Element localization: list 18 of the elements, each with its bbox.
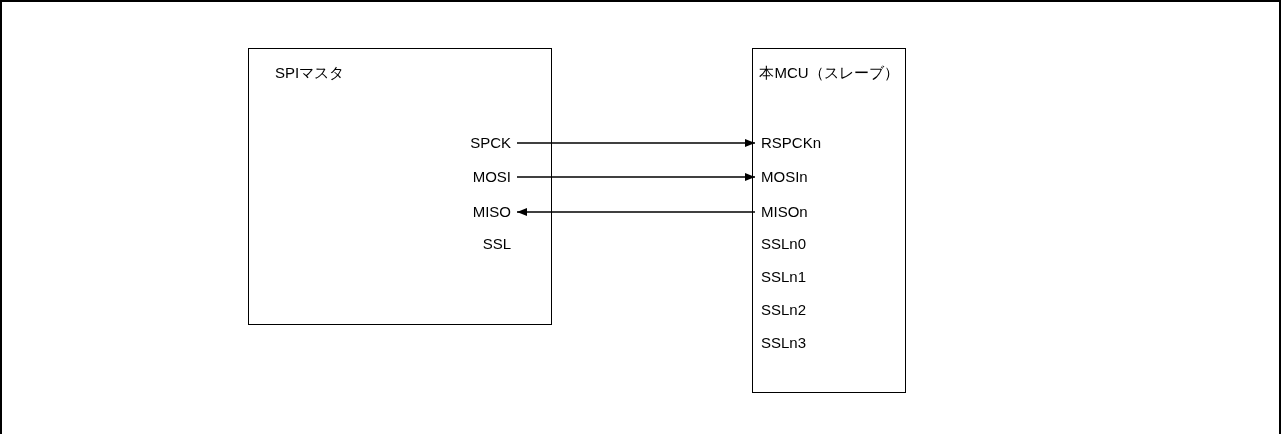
signal-arrow (516, 207, 756, 217)
pin-name: RSPCKn (761, 133, 831, 153)
pin-name: MISOn (761, 202, 831, 222)
pin-name: SSLn0 (761, 234, 831, 254)
pin-name: SSLn3 (761, 333, 831, 353)
pin-name: SSLn1 (761, 267, 831, 287)
pin-name: MOSIn (761, 167, 831, 187)
device-title: 本MCU（スレーブ） (758, 63, 900, 83)
pin-name: MISO (461, 202, 511, 222)
pin-name: MOSI (461, 167, 511, 187)
signal-arrow (516, 138, 756, 148)
device-box (248, 48, 552, 325)
pin-name: SSL (461, 234, 511, 254)
device-box (752, 48, 906, 393)
pin-name: SPCK (461, 133, 511, 153)
device-title: SPIマスタ (275, 63, 345, 83)
signal-arrow (516, 172, 756, 182)
pin-name: SSLn2 (761, 300, 831, 320)
